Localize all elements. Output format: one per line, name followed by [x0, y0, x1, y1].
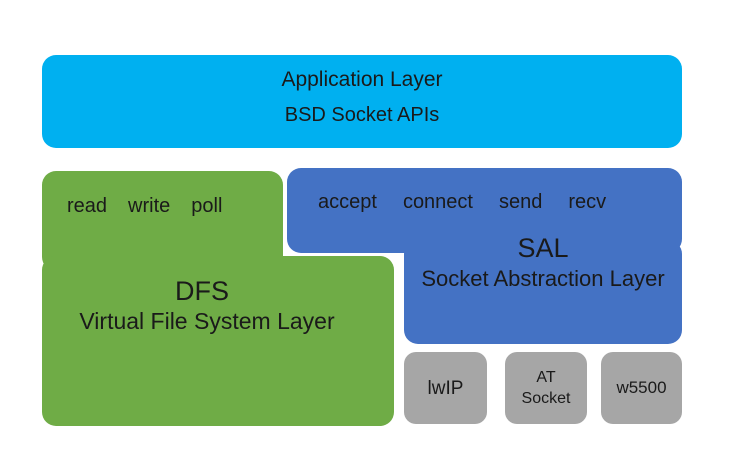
sal-api-row: accept connect send recv	[318, 190, 606, 215]
application-layer-title: Application Layer	[281, 68, 443, 91]
api-label-write: write	[128, 195, 171, 217]
impl-box-lwip: lwIP	[404, 352, 487, 424]
sal-layer-main-block	[404, 240, 682, 344]
dfs-layer-name: Virtual File System Layer	[79, 308, 335, 334]
impl-label-at-socket: AT Socket	[521, 369, 571, 407]
sal-layer-top-band	[287, 168, 682, 253]
api-label-send: send	[499, 191, 543, 213]
sal-acronym: SAL	[517, 233, 569, 263]
api-label-connect: connect	[402, 191, 473, 213]
impl-box-at-socket: AT Socket	[505, 352, 587, 424]
dfs-acronym: DFS	[175, 276, 229, 306]
impl-box-w5500: w5500	[601, 352, 682, 424]
api-label-poll: poll	[191, 195, 223, 217]
bsd-socket-apis-label: BSD Socket APIs	[284, 104, 440, 126]
sal-layer-name: Socket Abstraction Layer	[421, 266, 665, 291]
api-label-read: read	[67, 195, 108, 217]
application-layer-box	[42, 55, 682, 148]
dfs-layer-top-band	[42, 171, 283, 271]
dfs-layer-main-block	[42, 256, 394, 426]
impl-label-w5500: w5500	[616, 378, 667, 397]
dfs-api-row: read write poll	[67, 194, 222, 219]
impl-label-lwip: lwIP	[427, 377, 464, 399]
api-label-accept: accept	[318, 191, 377, 213]
api-label-recv: recv	[568, 191, 607, 213]
